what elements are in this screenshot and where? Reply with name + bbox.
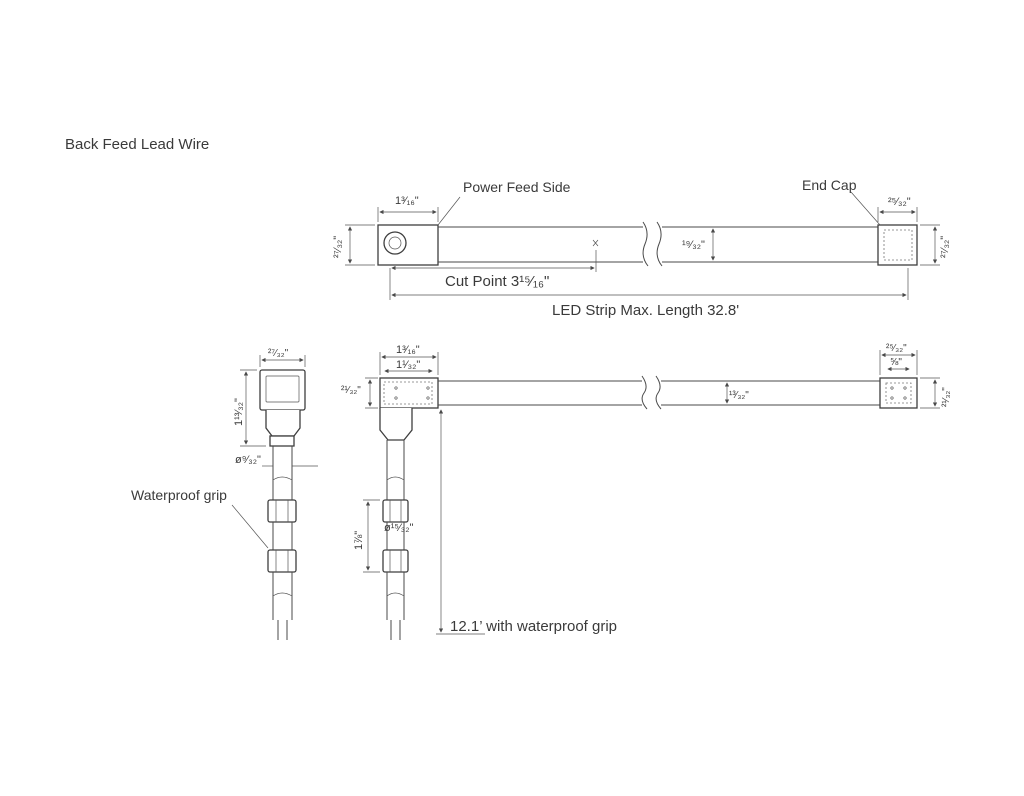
dim-side-feed-inner: 1¹⁄₃₂" [396,359,420,371]
end-cap-box [877,224,918,266]
dim-side-grip-length: 1⅞" [353,531,365,550]
side-end-cap [879,377,918,409]
dim-end-height: 1¹³⁄₃₂" [233,398,245,426]
dim-side-cap-width: ²⁵⁄₃₂" [886,343,907,354]
side-grip-upper [382,499,409,523]
dim-side-height-left: ²¹⁄₃₂" [341,385,361,396]
dim-strip-height: ¹⁹⁄₃₂" [682,239,705,251]
label-end-cap: End Cap [802,177,857,193]
end-grip-upper [267,499,297,523]
top-view: 1³⁄₁₆" ²⁷⁄₃₂" Power Feed Side End Cap ¹⁹… [332,177,951,319]
page-title: Back Feed Lead Wire [65,136,209,153]
led-strip-top [438,226,643,263]
side-feed-box [379,377,439,409]
label-max-length: LED Strip Max. Length 32.8' [552,302,739,319]
side-grip-lower [382,549,409,573]
break-mark [642,221,663,267]
dim-feed-width: 1³⁄₁₆" [395,195,419,207]
label-lead-length: 12.1’ with waterproof grip [450,618,617,635]
label-cut-point: Cut Point 3¹⁵⁄₁₆" [445,273,549,290]
dim-height-right: ²⁷⁄₃₂" [939,236,951,258]
side-view: 1³⁄₁₆" 1¹⁄₃₂" ²¹⁄₃₂" ¹³⁄₃₂" ²⁵⁄₃₂" ⅝" ²¹… [341,343,952,640]
end-view: ²⁷⁄₃₂" 1¹³⁄₃₂" ø⁹⁄₃₂" Waterproof grip [131,348,318,640]
dim-side-strip-height: ¹³⁄₃₂" [729,390,749,401]
feed-connector-icon [383,231,407,255]
end-grip-lower [267,549,297,573]
label-power-feed-side: Power Feed Side [463,179,571,195]
dim-height-left: ²⁷⁄₃₂" [332,236,344,258]
dim-end-cable-diameter: ø⁹⁄₃₂" [235,454,261,466]
dim-side-cap-inner: ⅝" [890,357,902,368]
dim-cap-width: ²⁵⁄₃₂" [888,196,911,208]
dim-side-feed-width: 1³⁄₁₆" [396,344,420,356]
label-waterproof-grip: Waterproof grip [131,487,227,503]
dim-end-width: ²⁷⁄₃₂" [268,348,289,359]
dim-side-height-right: ²¹⁄₃₂" [941,387,952,407]
dim-side-grip-diameter: ø¹⁵⁄₃₂" [384,522,414,534]
led-strip-side [438,380,642,406]
